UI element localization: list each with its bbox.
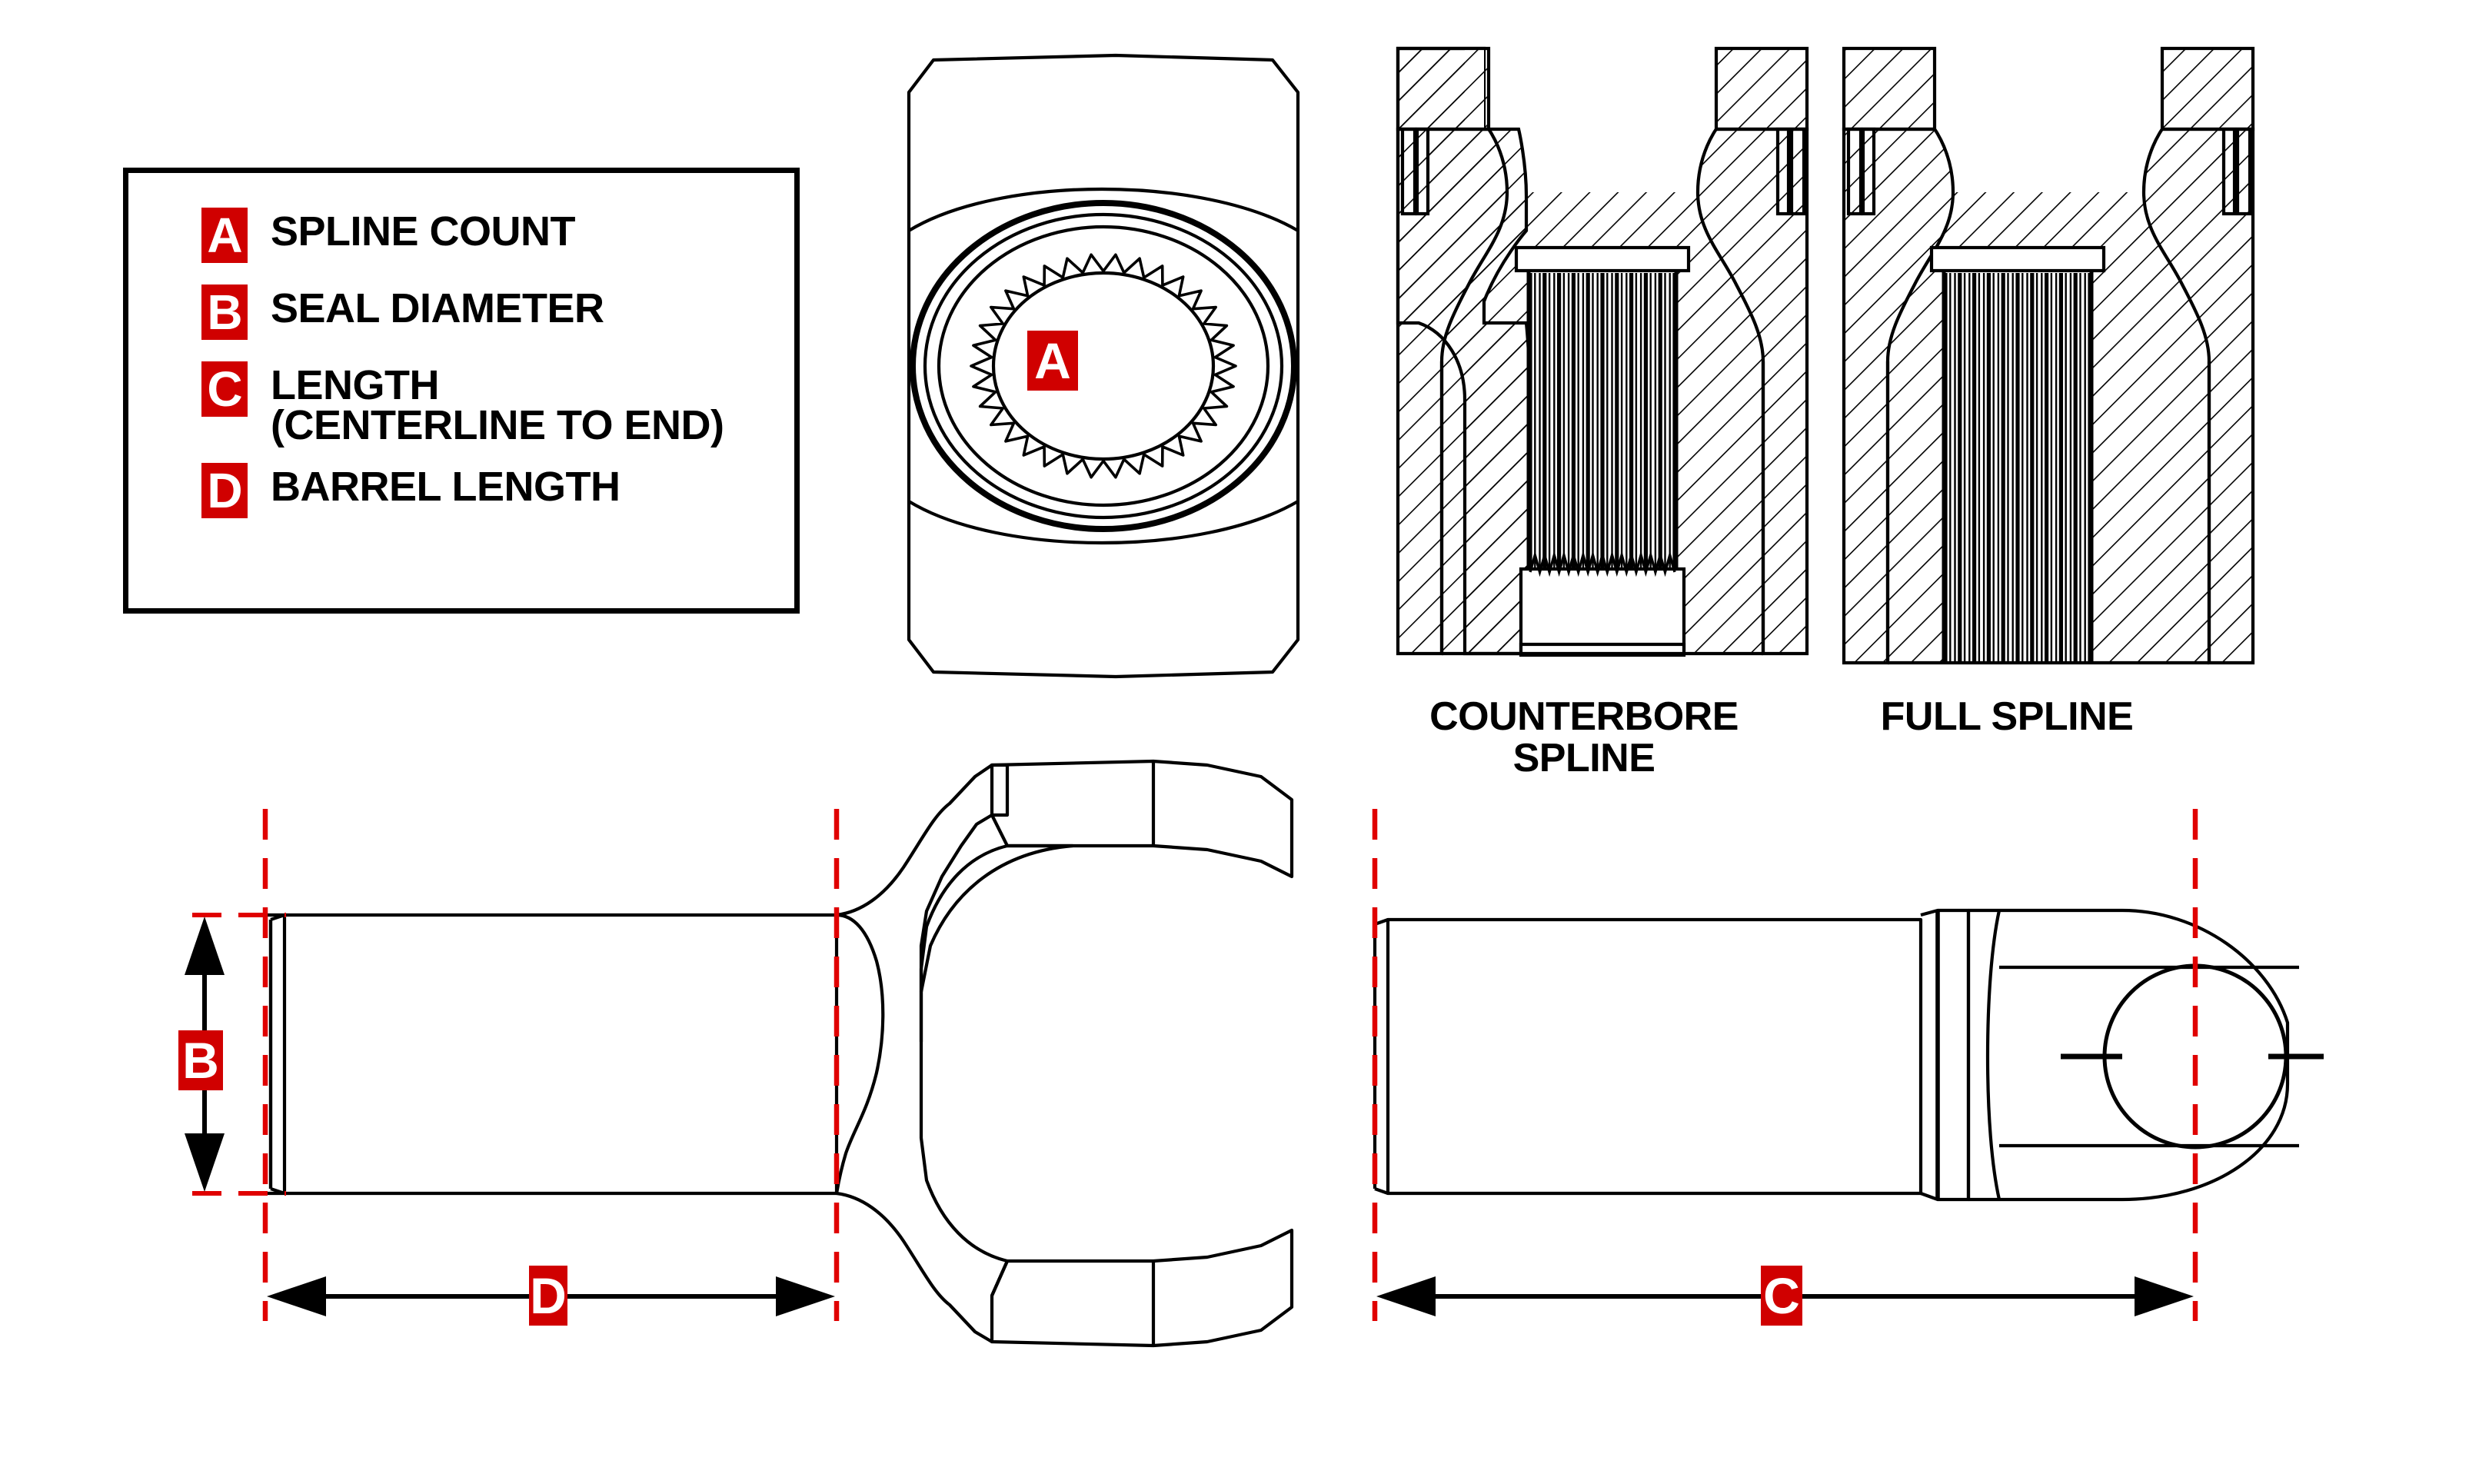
dimension-c-extension-lines [1372, 809, 2198, 1321]
spline-end-view [907, 53, 1300, 679]
bearing-cap-right-fs [2160, 46, 2255, 131]
spline-teeth-ring [970, 253, 1237, 479]
yoke-ear-lower [990, 1228, 1294, 1348]
legend-badge-b: B [201, 284, 248, 340]
legend-box: A SPLINE COUNT B SEAL DIAMETER C LENGTH … [123, 168, 800, 614]
full-spline-section [1842, 46, 2255, 665]
legend-label-c: LENGTH (CENTERLINE TO END) [271, 362, 724, 448]
yoke-upper-outer-contour [836, 763, 1010, 992]
legend-label-d: BARREL LENGTH [271, 463, 621, 510]
bearing-cap-left-fs [1842, 46, 1937, 131]
yoke-inner-pocket [919, 843, 1008, 1263]
legend-item-c: C LENGTH (CENTERLINE TO END) [201, 361, 794, 446]
bearing-cap-right [1714, 46, 1809, 131]
legend-badge-a: A [201, 208, 248, 263]
dimension-b [185, 913, 286, 1196]
callout-badge-b: B [178, 1030, 223, 1090]
legend-badge-c: C [201, 361, 248, 417]
spline-lead-in-fs [1929, 245, 2106, 273]
callout-badge-c: C [1761, 1266, 1802, 1326]
yoke-inner-shoulder [1985, 910, 2002, 1200]
arrowhead-d-left [267, 1276, 326, 1316]
arrowhead-d-right [776, 1276, 835, 1316]
legend-item-a: A SPLINE COUNT [201, 208, 794, 263]
dimension-d-extension-lines [262, 809, 840, 1321]
bearing-cap-left [1396, 46, 1491, 131]
spline-lead-in-cb [1514, 245, 1691, 273]
caption-counterbore-spline: COUNTERBORE SPLINE [1429, 694, 1739, 781]
hub-back-contour [834, 913, 885, 1194]
legend-item-d: D BARREL LENGTH [201, 462, 794, 518]
legend-label-b: SEAL DIAMETER [271, 285, 604, 331]
yoke-ear-upper [990, 759, 1294, 879]
length-side-view [1373, 908, 2324, 1202]
legend-label-a: SPLINE COUNT [271, 208, 576, 255]
legend-item-b: B SEAL DIAMETER [201, 284, 794, 340]
counterbore-spline-section [1396, 46, 1809, 657]
callout-badge-d: D [529, 1266, 567, 1326]
barrel-side-view [265, 759, 1294, 1348]
arrowhead-b-down [185, 1133, 225, 1192]
legend-badge-d: D [201, 462, 248, 518]
counterbore-pocket [1519, 567, 1686, 652]
arrowhead-b-up [185, 917, 225, 975]
spline-teeth-full [1944, 273, 2091, 663]
arrowhead-c-left [1376, 1276, 1436, 1316]
arrowhead-c-right [2135, 1276, 2194, 1316]
callout-badge-a: A [1027, 331, 1078, 391]
caption-full-spline: FULL SPLINE [1880, 694, 2134, 739]
yoke-body-outer [1968, 908, 2290, 1202]
